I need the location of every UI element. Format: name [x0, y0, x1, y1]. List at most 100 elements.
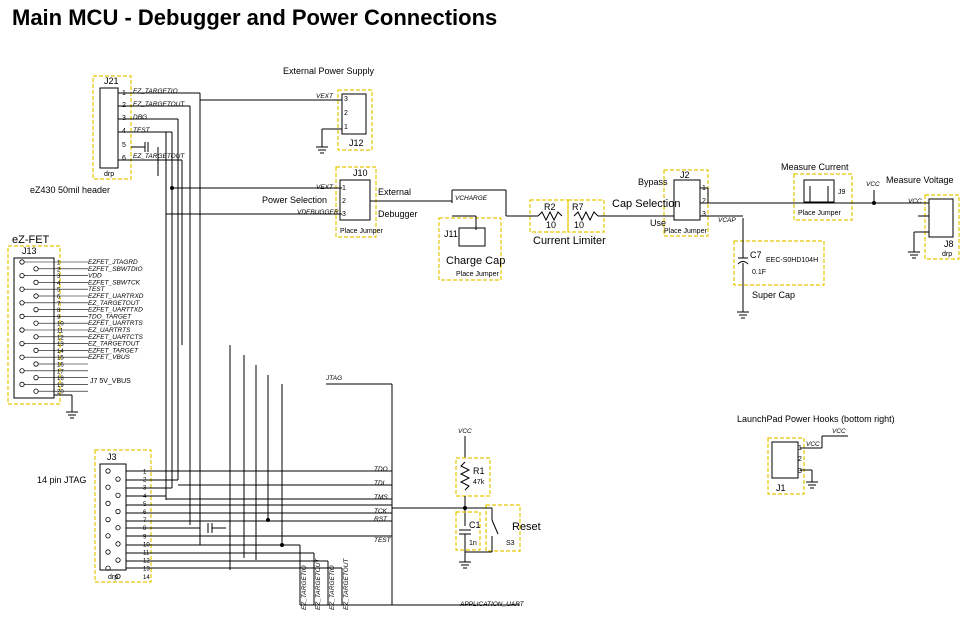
j13-net-label: TEST — [88, 286, 106, 293]
j13-pin — [33, 334, 39, 340]
j9-ref: J9 — [838, 189, 846, 196]
svg-text:3: 3 — [702, 211, 706, 218]
j13-pin-number: 1 — [57, 261, 61, 267]
j13-pin-number: 16 — [57, 363, 64, 369]
bus-net-4: EZ_TARGETOUT — [343, 558, 350, 610]
j21-net-2: EZ_TARGETOUT — [133, 101, 185, 108]
j13-pin — [33, 306, 39, 313]
svg-text:3: 3 — [342, 211, 346, 218]
j13-pin-number: 13 — [57, 342, 64, 348]
measure-voltage-j8: Measure Voltage J8 drp VCC — [886, 175, 960, 260]
svg-text:2: 2 — [344, 110, 348, 117]
j13-pin — [19, 381, 25, 387]
j13-net-label: EZFET_VBUS — [88, 354, 131, 361]
j3-pin — [105, 565, 111, 571]
j3-pin-number: 4 — [143, 494, 147, 500]
svg-text:3: 3 — [798, 468, 802, 475]
j2-ref: J2 — [680, 170, 690, 180]
bus-net-2: EZ_TARGETOUT — [315, 558, 322, 610]
c7-ref: C7 — [750, 250, 762, 260]
j21-net-6: EZ_TARGETOUT — [133, 153, 185, 160]
j13-pin-number: 7 — [57, 301, 61, 307]
jtag-j3: 14 pin JTAG J3 drp — [37, 449, 152, 583]
j2-net: VCAP — [718, 217, 736, 224]
j13-net-label: VDD — [88, 273, 102, 280]
j13-pin — [33, 293, 39, 299]
j3-footprint: drp — [108, 574, 118, 581]
j3-pin — [105, 516, 111, 523]
launchpad-power-hooks-j1: LaunchPad Power Hooks (bottom right) J1 … — [737, 414, 895, 495]
j11-footprint: Place Jumper — [456, 271, 499, 278]
j13-pin — [19, 272, 25, 279]
j11-caption: Charge Cap — [446, 255, 505, 267]
super-cap-c7: C7 EEC-S0HD104H 0.1F Super Cap — [733, 218, 825, 319]
r7-value: 10 — [574, 220, 584, 230]
j13-pin — [33, 374, 39, 381]
jtag-bus-label: JTAG — [325, 375, 342, 382]
j13-pin-number: 12 — [57, 335, 64, 341]
jtag-net-tms: TMS — [374, 494, 388, 501]
power-selection-j10: J10 Power Selection External Debugger Pl… — [262, 166, 418, 238]
j13-pin-number: 8 — [57, 308, 61, 314]
j13-extra: J7 5V_VBUS — [90, 378, 131, 385]
j3-pin-number: 3 — [143, 486, 147, 492]
j21-ref: J21 — [104, 76, 119, 86]
j3-caption: 14 pin JTAG — [37, 475, 86, 485]
j10-ref: J10 — [353, 168, 368, 178]
j13-pin — [33, 266, 39, 272]
j13-pin — [33, 361, 39, 367]
j8-net: VCC — [908, 198, 922, 205]
j13-pin-number: 4 — [57, 281, 61, 287]
reset-caption: Reset — [512, 521, 541, 533]
j3-pin — [105, 549, 111, 555]
c7-value: 0.1F — [752, 269, 766, 276]
jtag-net-rst: RST — [374, 516, 388, 523]
j3-pin — [115, 492, 121, 498]
j13-pin-number: 11 — [57, 329, 64, 335]
j8-ref: J8 — [944, 239, 954, 249]
svg-text:2: 2 — [798, 456, 802, 463]
svg-text:6: 6 — [122, 155, 126, 162]
bus-net-3: EZ_TARGETIO — [329, 565, 336, 610]
j13-pin-number: 6 — [57, 295, 61, 301]
svg-text:3: 3 — [344, 96, 348, 103]
jtag-net-tck: TCK — [374, 508, 388, 515]
j3-pin — [105, 484, 111, 490]
svg-text:5: 5 — [122, 142, 126, 149]
j13-net-label: EZ_TARGETOUT — [88, 341, 140, 348]
j3-pin — [105, 500, 111, 506]
j13-net-label: EZFET_TARGET — [88, 347, 139, 354]
j9-footprint: Place Jumper — [798, 210, 841, 217]
wiring — [54, 92, 929, 606]
j13-pin-number: 20 — [57, 390, 64, 396]
j3-pin — [115, 476, 121, 482]
j1-caption: LaunchPad Power Hooks (bottom right) — [737, 414, 895, 424]
svg-text:1: 1 — [342, 185, 346, 192]
r1-ref: R1 — [473, 466, 485, 476]
j3-pin-number: 1 — [143, 470, 147, 476]
connector-j21: J21 drp eZ430 50mil header 1 2 3 4 5 6 E… — [30, 75, 185, 195]
j13-pin — [19, 327, 25, 333]
j10-opt-external: External — [378, 187, 411, 197]
j1-net: VCC — [806, 441, 820, 448]
j13-pin-number: 5 — [57, 288, 61, 294]
reset-circuit: VCC R1 47k C1 1n Reset S3 — [455, 428, 541, 569]
j21-footprint: drp — [104, 171, 114, 178]
j13-pin-number: 10 — [57, 322, 64, 328]
j13-pin — [19, 259, 25, 265]
j2-opt-bypass: Bypass — [638, 177, 668, 187]
j10-opt-debugger: Debugger — [378, 209, 418, 219]
c7-caption: Super Cap — [752, 290, 795, 300]
j9-net: VCC — [866, 181, 880, 188]
j13-pin — [33, 388, 39, 394]
j21-net-1: EZ_TARGETIO — [133, 88, 178, 95]
j13-pins: 1234567891011121314151617181920EZFET_JTA… — [19, 259, 144, 396]
j13-net-label: TDO_TARGET — [88, 313, 132, 320]
bus-net-1: EZ_TARGETIO — [301, 565, 308, 610]
j3-pin — [115, 508, 121, 515]
j13-pin — [19, 340, 25, 347]
c1-ref: C1 — [469, 520, 481, 530]
j3-pin — [115, 525, 121, 531]
j13-net-label: EZFET_UARTCTS — [88, 334, 143, 341]
